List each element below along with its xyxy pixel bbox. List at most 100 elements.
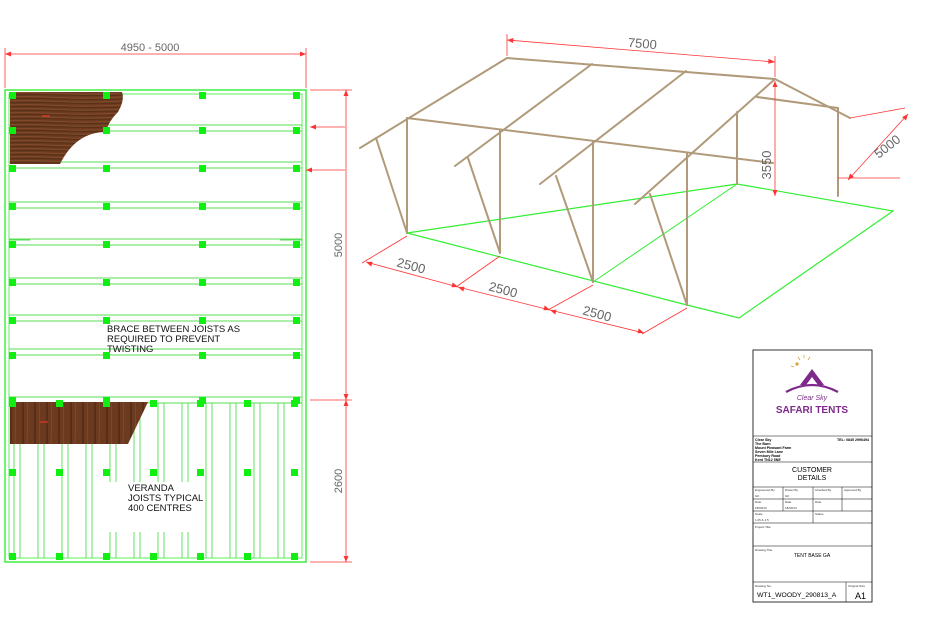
joist-node — [150, 400, 157, 407]
joist-node — [197, 400, 204, 407]
logo-text-safari-tents: SAFARI TENTS — [776, 405, 849, 416]
iso-bay-dimensions: 2500 2500 2500 — [361, 235, 688, 335]
customer-details-line-1: CUSTOMER — [792, 467, 832, 474]
joist-node — [56, 469, 63, 476]
joist-node — [244, 553, 251, 560]
approved-by-label: Approved By — [844, 488, 862, 492]
main-deck-joists — [9, 124, 302, 404]
joist-node — [9, 400, 16, 407]
joist-node — [199, 317, 206, 324]
address-line-6: Kent TN12 5NE — [755, 458, 781, 462]
address-line-5: Pembury Road — [755, 454, 780, 458]
joist-node — [199, 165, 206, 172]
drawing-number-label: Drawing No. — [755, 584, 772, 588]
iso-bay-label-2: 2500 — [487, 279, 519, 301]
joist-node — [291, 553, 298, 560]
joist-node — [103, 400, 110, 407]
joist-node — [103, 165, 110, 172]
iso-bay-label-1: 2500 — [395, 255, 427, 277]
joist-node — [293, 241, 300, 248]
joist-node — [103, 203, 110, 210]
tent-base-outline — [406, 183, 895, 319]
address-line-3: Mount Pleasant Farm — [755, 446, 791, 450]
joist-node — [293, 317, 300, 324]
joist-node — [199, 203, 206, 210]
joist-node — [103, 469, 110, 476]
joist-node — [103, 92, 110, 99]
date-label-1: Date — [755, 500, 762, 504]
joist-node — [103, 317, 110, 324]
date-value-2: 18/09/13 — [785, 506, 797, 510]
joist-nodes — [9, 92, 300, 560]
status-label: Status — [815, 512, 824, 516]
engineered-by-label: Engineered By — [755, 488, 775, 492]
drawing-title-label: Drawing Title — [755, 548, 773, 552]
veranda-note-line-1: VERANDA — [128, 483, 175, 494]
date-label-3: Date — [815, 500, 822, 504]
joist-node — [103, 241, 110, 248]
plan-veranda-label: 2600 — [333, 469, 345, 493]
address-line-2: The Barn — [755, 442, 771, 446]
joist-node — [9, 241, 16, 248]
sun-icon — [790, 355, 811, 368]
joist-node — [293, 165, 300, 172]
joist-node — [9, 127, 16, 134]
joist-node — [293, 127, 300, 134]
joist-node — [197, 469, 204, 476]
joist-node — [150, 553, 157, 560]
joist-node — [197, 553, 204, 560]
iso-height-label: 3550 — [759, 151, 774, 180]
joist-node — [199, 352, 206, 359]
joist-node — [9, 279, 16, 286]
joist-node — [9, 553, 16, 560]
joist-node — [56, 400, 63, 407]
address-line-1: Clear Sky — [755, 438, 771, 442]
joist-node — [199, 92, 206, 99]
iso-length-label: 7500 — [627, 35, 657, 52]
joist-node — [9, 352, 16, 359]
logo-text-clear-sky: Clear Sky — [797, 395, 828, 402]
joist-node — [103, 553, 110, 560]
joist-node — [103, 127, 110, 134]
drawn-by-label: Drawn By — [785, 488, 799, 492]
brace-note: BRACE BETWEEN JOISTS AS REQUIRED TO PREV… — [107, 324, 243, 355]
joist-node — [150, 469, 157, 476]
joist-node — [9, 165, 16, 172]
joist-node — [244, 469, 251, 476]
brace-note-line-1: BRACE BETWEEN JOISTS AS — [107, 324, 240, 335]
tent-poles — [359, 57, 851, 306]
date-label-2: Date — [785, 500, 792, 504]
project-title-label: Project Title — [755, 525, 771, 529]
iso-width-label: 5000 — [871, 132, 903, 162]
plan-depth-dimension: 5000 — [310, 89, 352, 401]
original-size: A1 — [855, 591, 866, 601]
date-value-1: 18/09/13 — [755, 506, 767, 510]
wood-texture-veranda — [10, 402, 148, 444]
tent-frame-isometric: 7500 3550 5000 — [359, 34, 909, 335]
veranda-note: VERANDA JOISTS TYPICAL 400 CENTRES — [128, 483, 206, 514]
scale-value: 1:25 & 1:5 — [755, 518, 769, 522]
title-row-dates: Date 18/09/13 Date 18/09/13 Date — [755, 499, 843, 511]
title-row-scale: Scale 1:25 & 1:5 Status — [755, 511, 824, 523]
iso-bay-label-3: 2500 — [581, 303, 613, 325]
joist-node — [199, 241, 206, 248]
logo: Clear Sky SAFARI TENTS — [776, 355, 849, 416]
wood-texture-main-deck — [10, 92, 123, 164]
plan-width-dimension: 4950 - 5000 — [4, 42, 307, 88]
iso-length-dimension: 7500 — [506, 34, 776, 77]
scale-label: Scale — [755, 512, 763, 516]
joist-node — [9, 469, 16, 476]
joist-node — [293, 203, 300, 210]
joist-node — [244, 400, 251, 407]
address-line-4: Seven Mile Lane — [755, 450, 783, 454]
customer-details-line-2: DETAILS — [798, 475, 827, 482]
joist-node — [291, 469, 298, 476]
iso-height-dimension: 3550 — [759, 81, 778, 196]
iso-width-dimension: 5000 — [838, 107, 909, 181]
plan-depth-label: 5000 — [333, 233, 345, 257]
plan-outer-frame — [4, 89, 307, 563]
brace-note-line-3: TWISTING — [107, 344, 153, 355]
joist-node — [9, 92, 16, 99]
tent-logo-icon — [800, 369, 824, 385]
